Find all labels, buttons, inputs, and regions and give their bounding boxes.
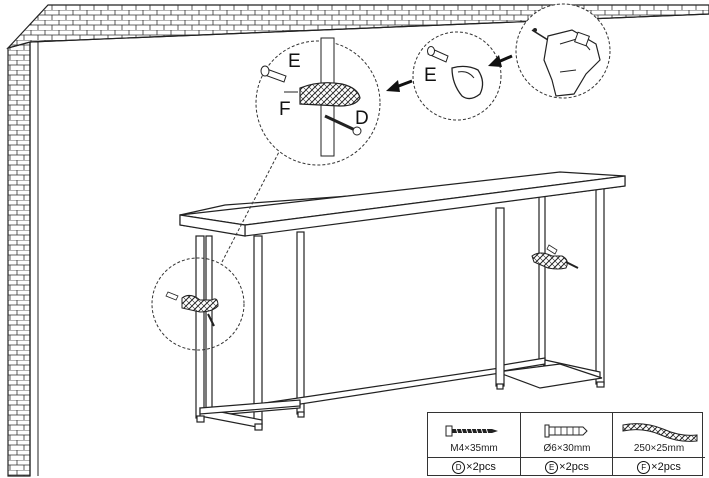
part-d: M4×35mm D×2pcs	[428, 413, 520, 475]
part-e-qty-text: ×2pcs	[559, 461, 589, 473]
part-e: Ø6×30mm E×2pcs	[520, 413, 613, 475]
strap-icon	[622, 423, 698, 442]
console-table	[179, 171, 626, 431]
callout-e-anchor: E	[424, 65, 437, 86]
detail-circle-anchor	[412, 31, 502, 121]
part-f: 250×25mm F×2pcs	[612, 413, 705, 475]
strap-right-installed	[531, 244, 579, 270]
part-d-qty-text: ×2pcs	[466, 461, 496, 473]
part-d-qty: D×2pcs	[428, 457, 520, 475]
parts-list-table: M4×35mm D×2pcs Ø6×30mm E×2pcs 250×25mm F…	[427, 412, 705, 476]
screw-icon	[445, 425, 498, 437]
callout-e-main: E	[288, 51, 301, 72]
detail-circle-main	[255, 37, 381, 166]
part-e-size: Ø6×30mm	[543, 443, 591, 454]
part-f-size: 250×25mm	[633, 443, 685, 454]
detail-circle-small	[151, 257, 245, 351]
part-e-qty: E×2pcs	[521, 457, 613, 475]
strap-left-installed	[165, 291, 219, 327]
detail-circle-drill	[515, 3, 611, 99]
callout-f-main: F	[279, 99, 291, 120]
part-d-size: M4×35mm	[450, 443, 498, 454]
arrow-left-icon	[488, 54, 513, 67]
part-f-qty: F×2pcs	[613, 457, 705, 475]
part-f-qty-text: ×2pcs	[651, 461, 681, 473]
callout-d-main: D	[355, 108, 369, 129]
part-d-letter: D	[452, 461, 466, 474]
part-e-letter: E	[545, 461, 559, 474]
part-f-letter: F	[637, 461, 651, 474]
wall-anchor-icon	[544, 424, 588, 438]
arrow-left-icon	[386, 79, 413, 92]
